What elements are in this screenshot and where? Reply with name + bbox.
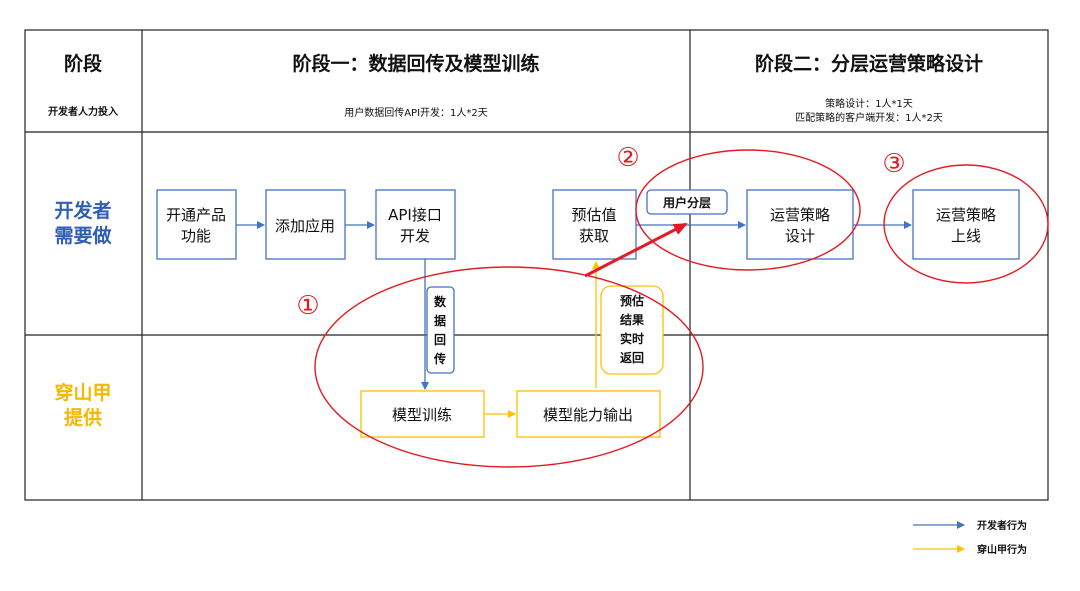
highlight-ellipse-1 [314,266,704,468]
row-provider-line1: 穿山甲 [54,381,111,404]
header-stage-label: 阶段 [64,52,103,75]
row-developer-line2: 需要做 [54,224,111,247]
svg-text:开发: 开发 [400,227,430,245]
legend: 开发者行为 穿山甲行为 [913,519,1027,556]
svg-text:传: 传 [433,351,446,366]
marker-3: ③ [882,149,905,179]
node-api-dev: API接口 开发 [375,189,456,260]
svg-text:数: 数 [434,294,447,309]
node-model-output: 模型能力输出 [516,390,661,438]
node-open-product: 开通产品 功能 [156,189,237,260]
row-developer-line1: 开发者 [54,199,111,222]
svg-text:结果: 结果 [620,312,644,327]
marker-2: ② [616,143,639,173]
svg-text:返回: 返回 [620,350,644,365]
node-add-app: 添加应用 [265,189,346,260]
table-grid [24,29,1049,501]
svg-text:功能: 功能 [181,227,211,245]
svg-text:添加应用: 添加应用 [275,217,335,235]
svg-text:获取: 获取 [579,227,609,245]
node-strategy-launch: 运营策略 上线 [912,189,1020,260]
svg-text:回: 回 [434,333,446,347]
stage1-title: 阶段一：数据回传及模型训练 [292,52,539,75]
svg-text:API接口: API接口 [388,206,442,224]
legend-provider-behavior: 穿山甲行为 [977,543,1027,556]
provider-flow-arrows [484,261,600,418]
svg-text:用户分层: 用户分层 [662,195,711,210]
svg-text:开通产品: 开通产品 [166,206,226,224]
header-dev-input-label: 开发者人力投入 [48,105,118,118]
svg-text:模型训练: 模型训练 [392,406,452,424]
red-annotations [314,149,1049,468]
stage2-title: 阶段二：分层运营策略设计 [755,52,983,75]
row-provider-line2: 提供 [64,406,102,429]
stage1-effort: 用户数据回传API开发：1人*2天 [344,106,488,119]
svg-text:据: 据 [434,313,446,328]
svg-text:实时: 实时 [620,331,644,346]
node-predict-get: 预估值 获取 [552,189,637,260]
highlight-ellipse-2 [635,149,861,271]
svg-text:上线: 上线 [951,227,981,245]
svg-text:模型能力输出: 模型能力输出 [543,406,633,424]
legend-developer-behavior: 开发者行为 [977,519,1027,532]
svg-text:预估值: 预估值 [571,206,616,224]
node-strategy-design: 运营策略 设计 [746,189,854,260]
marker-1: ① [296,291,319,321]
svg-text:运营策略: 运营策略 [936,206,996,224]
highlight-ellipse-3 [883,164,1049,284]
stage2-effort-line1: 策略设计：1人*1天 [825,97,913,110]
svg-text:预估: 预估 [620,293,644,308]
node-model-train: 模型训练 [360,390,485,438]
tag-predict-realtime: 预估 结果 实时 返回 [600,285,664,375]
stage2-effort-line2: 匹配策略的客户端开发：1人*2天 [795,111,943,124]
tag-user-layer: 用户分层 [646,189,728,215]
red-arrow [584,222,688,278]
svg-text:设计: 设计 [785,227,815,245]
developer-flow-arrows [236,221,912,390]
svg-text:运营策略: 运营策略 [770,206,830,224]
tag-data-return: 数 据 回 传 [426,286,455,374]
